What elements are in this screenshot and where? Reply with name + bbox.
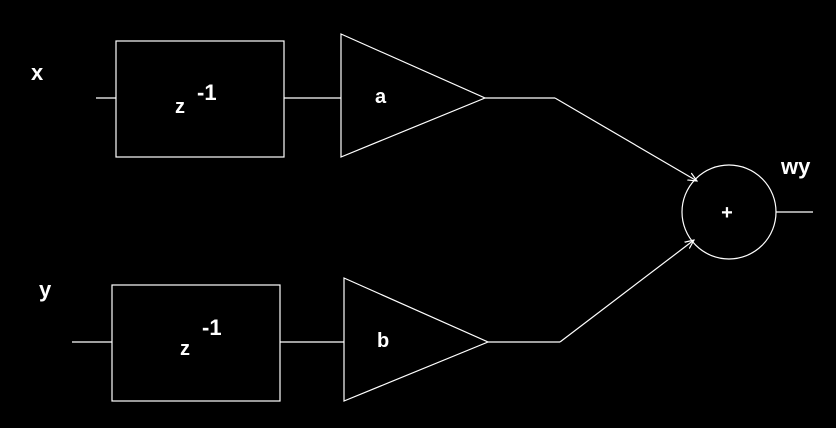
input-x-label: x [31, 60, 44, 85]
adder-plus-symbol: + [721, 202, 733, 224]
gain-a-to-adder-arrow [554, 97, 697, 181]
gain-b-triangle [343, 277, 490, 402]
delay-top-exponent: -1 [197, 80, 217, 105]
gain-a-triangle [340, 33, 487, 158]
gain-b-to-adder-arrow [559, 240, 694, 343]
gain-a-label: a [375, 86, 387, 108]
delay-bottom-exponent: -1 [202, 315, 222, 340]
delay-top-base: z [175, 96, 185, 118]
gain-b-label: b [377, 330, 389, 352]
delay-bottom-base: z [180, 338, 190, 360]
delay-block-bottom [111, 284, 281, 402]
delay-block-top [115, 40, 285, 158]
input-y-label: y [39, 277, 52, 302]
output-wy-label: wy [780, 154, 811, 179]
